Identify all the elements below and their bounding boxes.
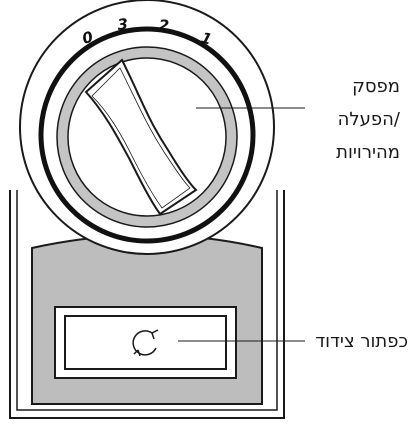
switch-callout-line-1: מפסק <box>352 76 400 97</box>
dial-number-3: 3 <box>117 15 129 34</box>
pulse-button[interactable] <box>65 316 226 369</box>
switch-callout-line-3: מהירויות <box>336 142 400 163</box>
dial-number-2: 2 <box>158 16 170 35</box>
switch-callout: מפסק הפעלה/ מהירויות <box>336 76 401 163</box>
pulse-button-callout: כפתור צידוד <box>315 331 408 352</box>
switch-callout-line-2: הפעלה/ <box>338 109 401 130</box>
